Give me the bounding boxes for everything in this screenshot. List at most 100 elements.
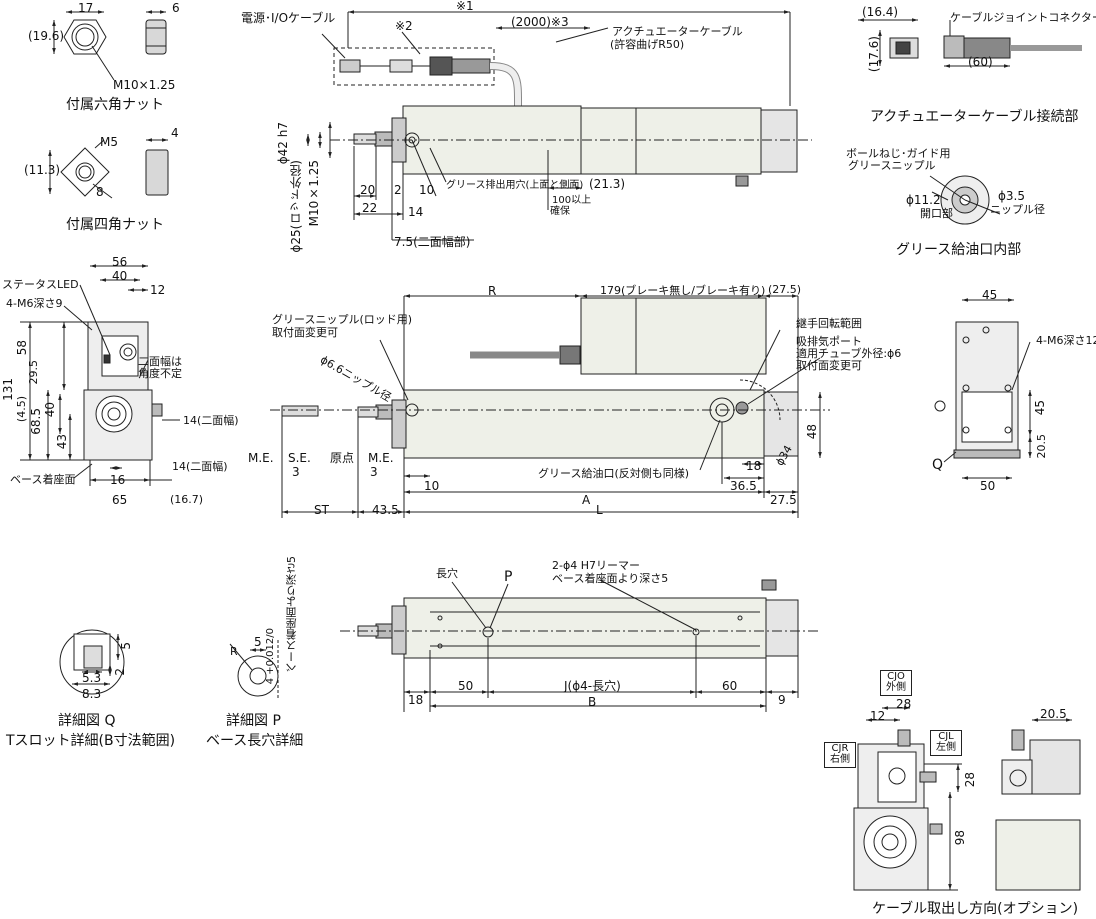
detail-p-drawing <box>229 640 279 700</box>
cjo-code: CJO <box>887 671 905 682</box>
dim-L: L <box>596 503 603 517</box>
cjl-box: CJL 左側 <box>930 730 962 756</box>
dim-14: 14 <box>408 205 424 219</box>
dim-179: 179(ブレーキ無し/ブレーキ有り) <box>600 284 766 297</box>
side-view-drawing <box>270 294 830 518</box>
cjr-box: CJR 右側 <box>824 742 856 768</box>
dim-36-5: 36.5 <box>730 479 757 493</box>
right-dim-45b: 45 <box>1033 400 1047 416</box>
dim-11-2: ϕ11.2 <box>906 193 941 207</box>
square-nut-caption: 付属四角ナット <box>66 217 164 233</box>
right-dim-50: 50 <box>980 479 996 493</box>
right-tap-label: 4-M6深さ12 <box>1036 334 1096 347</box>
three-label-1: 3 <box>292 465 300 479</box>
base-seat-label: ベース着座面 <box>10 473 76 486</box>
cjr-side: 右側 <box>830 754 850 765</box>
clearance-label: 100以上 <box>552 195 592 206</box>
hex-nut-height: (19.6) <box>28 29 65 43</box>
cjl-side: 左側 <box>936 742 956 753</box>
top-view-drawing <box>306 10 812 241</box>
note1-label: ※1 <box>456 0 474 13</box>
bottom-dim-9: 9 <box>778 693 786 707</box>
nipple-rod-label: グリースニップル(ロッド用) <box>272 313 413 326</box>
note2-label: ※2 <box>395 19 413 33</box>
q-dim-5: 5 <box>119 642 133 650</box>
three-label-2: 3 <box>370 465 378 479</box>
actuator-cable-label: アクチュエーターケーブル <box>612 25 743 38</box>
power-cable-label: 電源･I/Oケーブル <box>241 11 336 25</box>
cjo-side: 外側 <box>886 682 906 693</box>
detail-q-caption: 詳細図 Q <box>58 713 116 729</box>
nipple-dia-label: ニップル径 <box>990 203 1045 216</box>
dim-16: 16 <box>110 473 126 487</box>
cable-length-label: (2000)※3 <box>511 15 569 29</box>
flat-14-a: 14(二面幅) <box>183 414 239 427</box>
bottom-dim-60: 60 <box>722 679 738 693</box>
actuator-cable-bend: (許容曲げR50) <box>610 38 685 51</box>
opt-dim-98: 98 <box>953 830 967 846</box>
grease-inlet-label: グリース給油口(反対側も同様) <box>538 467 690 480</box>
p-marker: P <box>504 569 513 585</box>
grease-nipple-label: ボールねじ･ガイド用 <box>846 147 951 160</box>
right-dim-45: 45 <box>982 288 998 302</box>
reamer-depth-label: ベース着座面より深さ5 <box>552 572 669 585</box>
rod-thread-label: M10×1.25 <box>307 160 321 227</box>
bottom-dim-50: 50 <box>458 679 474 693</box>
bottom-dim-18: 18 <box>408 693 424 707</box>
dim-56: 56 <box>112 255 128 269</box>
square-nut-drawing <box>48 138 169 199</box>
dim-60: (60) <box>968 55 993 69</box>
cjr-code: CJR <box>831 743 849 754</box>
square-nut-thread: M5 <box>100 135 118 149</box>
status-led-label: ステータスLED <box>2 278 79 291</box>
dim-43-5: 43.5 <box>372 503 399 517</box>
end-tap-label: 4-M6深さ9 <box>6 297 63 310</box>
exhaust-tube-label: 適用チューブ外径:ϕ6 <box>796 347 902 360</box>
dim-18: 18 <box>746 459 762 473</box>
dim-17-6: (17.6) <box>867 36 881 73</box>
grease-port-caption: グリース給油口内部 <box>896 242 1022 258</box>
flat-width-label: 7.5(二面幅部) <box>394 235 471 249</box>
p-dim-5: 5 <box>254 635 262 649</box>
opt-dim-20-5: 20.5 <box>1040 707 1067 721</box>
detail-q-subcaption: Tスロット詳細(B寸法範囲) <box>6 733 176 749</box>
dim-10-side: 10 <box>424 479 440 493</box>
dim-ST: ST <box>314 503 329 517</box>
detail-p-caption: 詳細図 P <box>226 713 281 729</box>
hex-nut-thread: M10×1.25 <box>113 78 176 92</box>
right-view-drawing <box>934 298 1032 480</box>
dim-21-3: (21.3) <box>589 177 626 191</box>
dim-43: 43 <box>55 434 69 450</box>
dim-27-5-b: 27.5 <box>770 493 797 507</box>
clearance-label-2: 確保 <box>550 206 570 217</box>
dim-16-7: (16.7) <box>170 493 204 506</box>
square-nut-width: 8 <box>96 185 104 199</box>
slot-label: 長穴 <box>436 567 458 580</box>
me-label-2: M.E. <box>368 451 394 465</box>
square-nut-height: (11.3) <box>24 163 61 177</box>
rod-outer-label: ϕ25(ロッド外径) <box>289 160 303 253</box>
detail-p-subcaption: ベース長穴詳細 <box>206 733 304 749</box>
exhaust-mount-label: 取付面変更可 <box>796 359 862 372</box>
opening-label: 開口部 <box>920 207 953 220</box>
joint-range-label: 継手回転範囲 <box>796 317 862 330</box>
end-view-drawing <box>20 264 180 486</box>
cjl-code: CJL <box>938 731 954 742</box>
grease-nipple-label-2: グリースニップル <box>848 159 936 172</box>
dim-12: 12 <box>150 283 166 297</box>
q-dim-2: 2 <box>113 668 127 676</box>
nipple-rod-label-2: 取付面変更可 <box>272 326 338 339</box>
grease-hole-label: グリース排出用穴(上面と側面) <box>446 180 584 191</box>
hex-nut-drawing <box>52 10 167 81</box>
grease-port-drawing <box>929 175 1001 225</box>
dim-22: 22 <box>362 201 378 215</box>
dim-A: A <box>582 493 591 507</box>
dim-3-5: ϕ3.5 <box>998 189 1025 203</box>
dim-10: 10 <box>419 183 435 197</box>
p-depth: ベース着座面より深さ5 <box>285 556 298 673</box>
dim-R: R <box>488 284 497 298</box>
cjo-box: CJO 外側 <box>880 670 912 696</box>
p-dim-R: R <box>230 645 238 658</box>
dim-2: 2 <box>394 183 402 197</box>
